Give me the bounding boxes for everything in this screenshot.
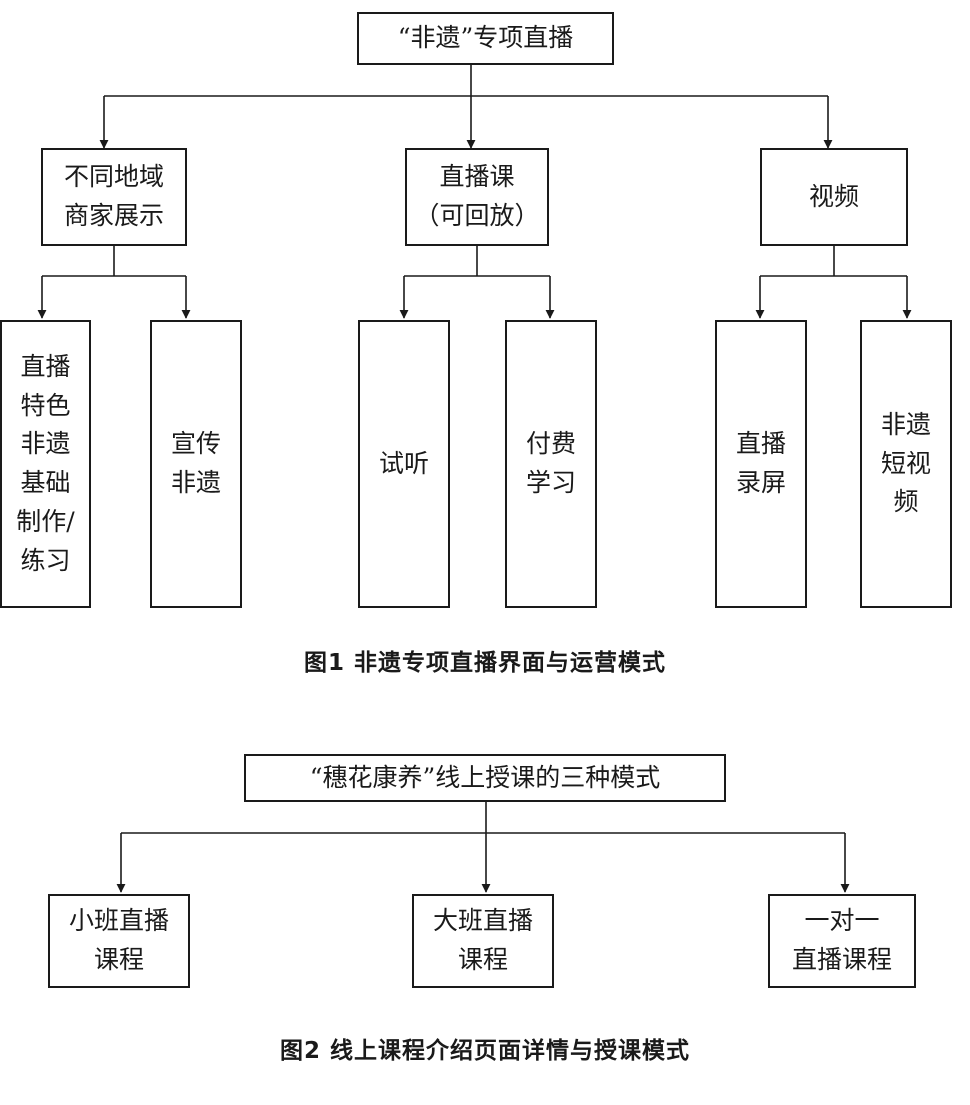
fig1-root-label: “非遗”专项直播 [397,23,574,53]
figure-2-teaching-mode-diagram: “穗花康养”线上授课的三种模式 小班直播 课程 大班直播 课程 一对一 直播课程… [0,740,970,1070]
fig1-branch-3-label: 视频 [808,181,859,211]
fig1-branch-1-box: 不同地域 商家展示 [41,148,187,246]
fig2-caption: 图2 线上课程介绍页面详情与授课模式 [279,1038,690,1064]
fig2-branch-1-label: 小班直播 课程 [68,906,169,974]
figure-1-connectors [37,65,912,319]
fig1-leaf-1-label: 直播 特色 非遗 基础 制作/ 练习 [16,351,75,575]
fig2-branch-1-box: 小班直播 课程 [48,894,190,988]
fig1-leaf-3-label: 试听 [378,448,429,478]
fig1-leaf-5-label: 直播 录屏 [735,429,786,497]
fig2-root-box: “穗花康养”线上授课的三种模式 [244,754,726,802]
fig1-leaf-3-box: 试听 [358,320,450,608]
fig1-leaf-1-box: 直播 特色 非遗 基础 制作/ 练习 [0,320,91,608]
fig1-leaf-6-box: 非遗 短视 频 [860,320,952,608]
fig2-branch-3-box: 一对一 直播课程 [768,894,916,988]
fig1-leaf-4-label: 付费 学习 [525,429,576,497]
fig1-branch-3-box: 视频 [760,148,908,246]
fig1-leaf-4-box: 付费 学习 [505,320,597,608]
fig2-branch-2-label: 大班直播 课程 [432,906,533,974]
fig1-branch-1-label: 不同地域 商家展示 [63,162,164,230]
fig1-leaf-5-box: 直播 录屏 [715,320,807,608]
figure-1-operation-mode-diagram: “非遗”专项直播 不同地域 商家展示 直播课 （可回放） 视频 直播 特色 非遗… [0,12,952,676]
fig2-root-label: “穗花康养”线上授课的三种模式 [309,762,661,792]
fig1-leaf-2-box: 宣传 非遗 [150,320,242,608]
fig1-root-box: “非遗”专项直播 [357,12,614,65]
fig2-branch-2-box: 大班直播 课程 [412,894,554,988]
fig1-leaf-2-label: 宣传 非遗 [170,429,221,497]
fig1-leaf-6-label: 非遗 短视 频 [880,409,931,517]
fig1-branch-2-label: 直播课 （可回放） [414,162,540,230]
fig2-branch-3-label: 一对一 直播课程 [791,906,892,974]
fig1-branch-2-box: 直播课 （可回放） [405,148,549,246]
fig1-caption: 图1 非遗专项直播界面与运营模式 [303,650,666,676]
